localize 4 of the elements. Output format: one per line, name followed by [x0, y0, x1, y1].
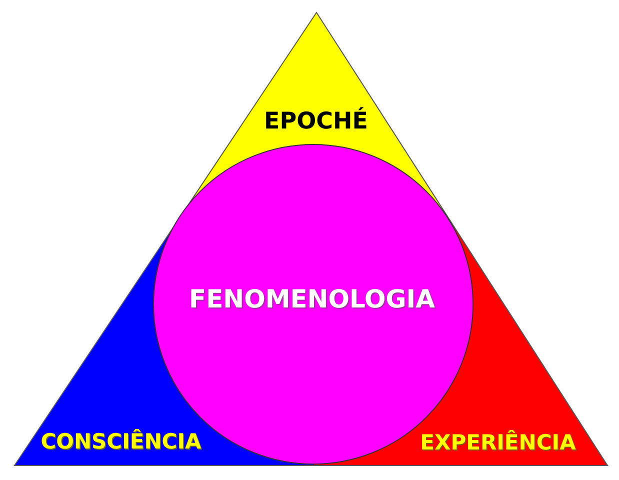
corner-label: EXPERIÊNCIA — [420, 432, 576, 454]
corner-label: CONSCIÊNCIA — [40, 432, 202, 452]
circle-label: FENOMENOLOGIA — [189, 286, 435, 312]
divided-triangle — [14, 12, 608, 466]
